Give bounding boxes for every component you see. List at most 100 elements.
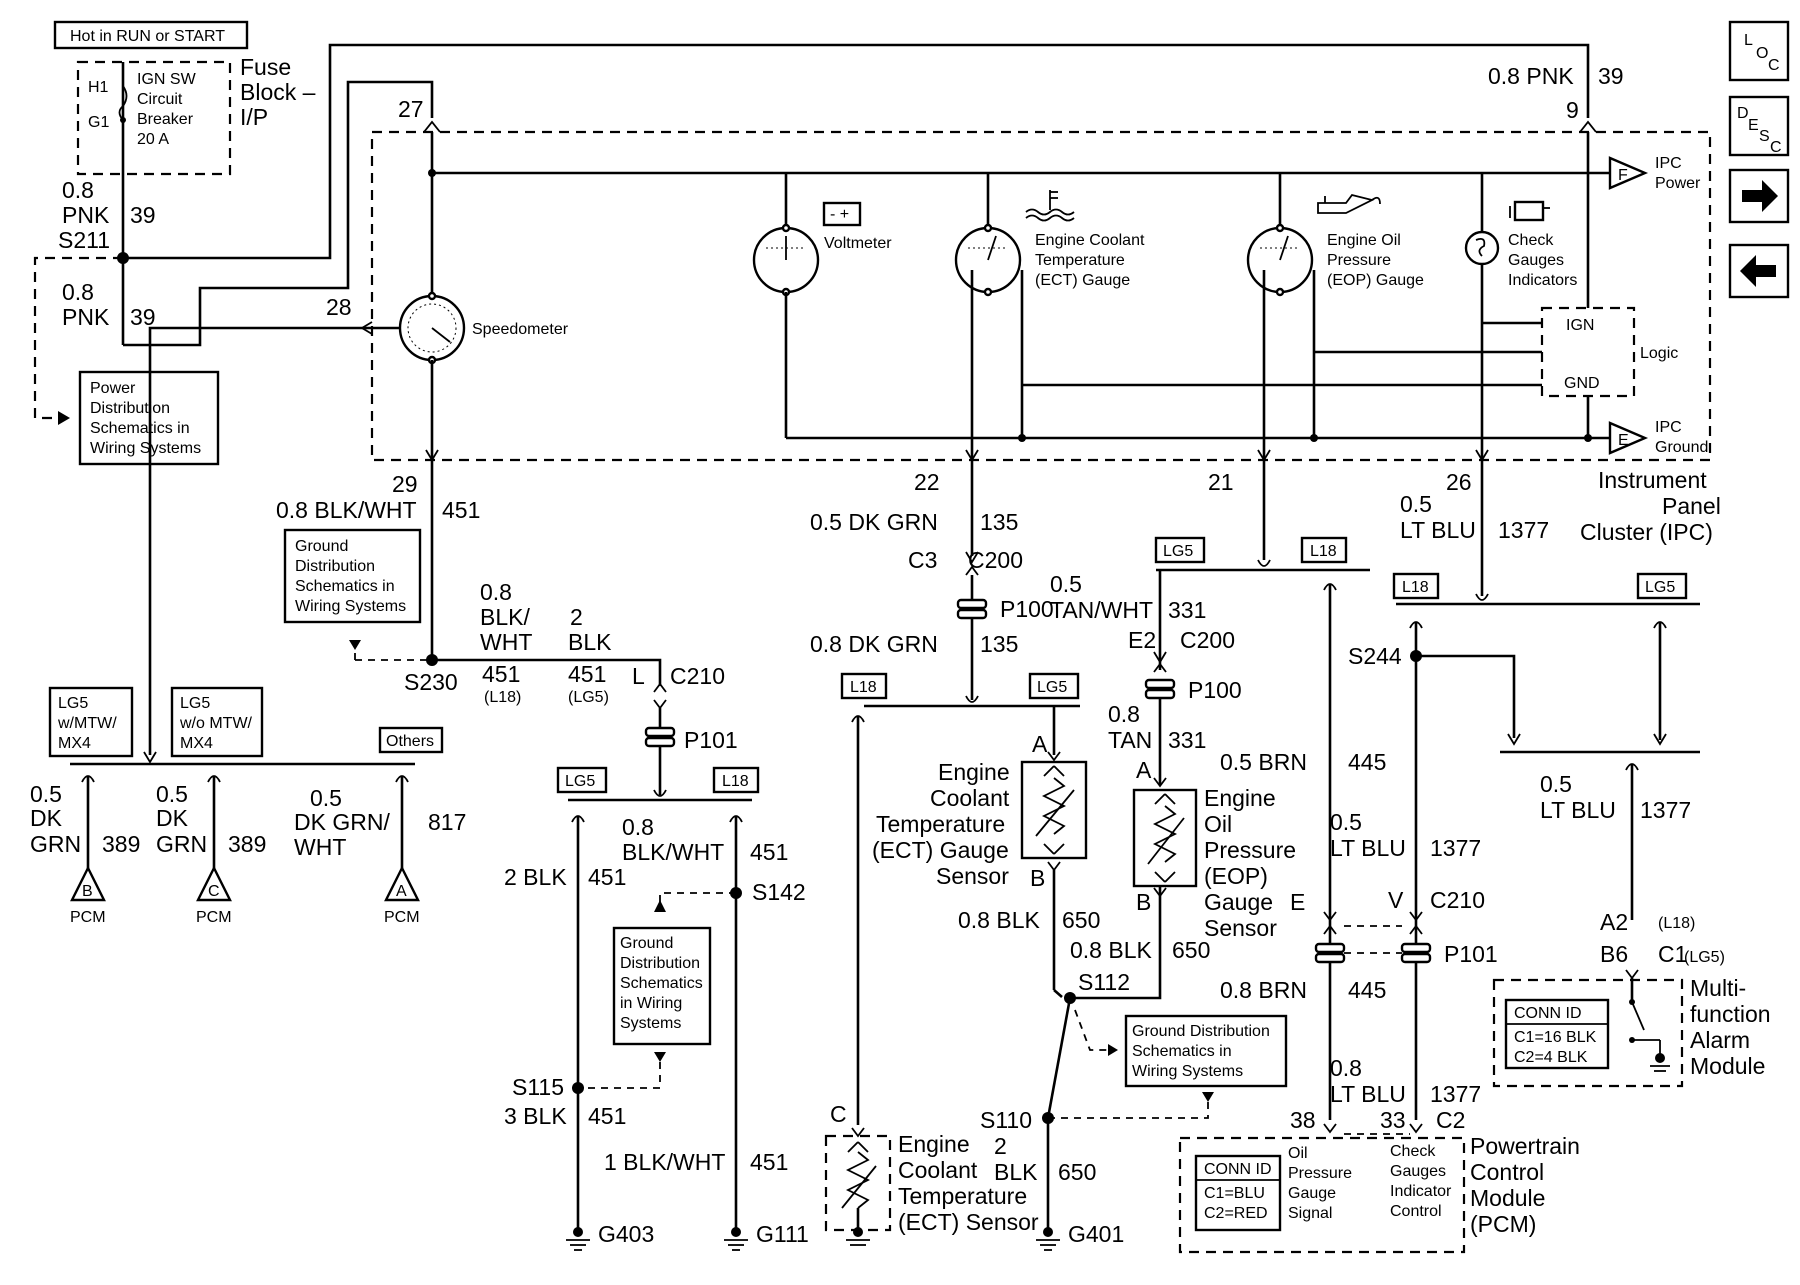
- svg-text:IPC: IPC: [1655, 155, 1682, 172]
- svg-text:Schematics in: Schematics in: [295, 578, 395, 595]
- svg-text:Distribution: Distribution: [295, 558, 375, 575]
- option-box-others: Others: [378, 726, 444, 754]
- svg-text:0.8 BLK: 0.8 BLK: [1070, 937, 1152, 963]
- speedometer-gauge: Speedometer: [398, 291, 569, 365]
- svg-text:Ground: Ground: [1655, 439, 1708, 456]
- svg-text:451: 451: [750, 1149, 788, 1175]
- ground-dist-box-mid[interactable]: Ground Distribution Schematics in Wiring…: [612, 926, 712, 1046]
- svg-text:2 BLK: 2 BLK: [504, 864, 567, 890]
- svg-text:Sensor: Sensor: [936, 863, 1009, 889]
- svg-text:(LG5): (LG5): [568, 689, 609, 706]
- svg-text:1377: 1377: [1498, 517, 1549, 543]
- loc-button[interactable]: L O C: [1728, 20, 1790, 82]
- svg-text:Distribution: Distribution: [90, 400, 170, 417]
- svg-text:0.8: 0.8: [62, 279, 94, 305]
- svg-text:0.8: 0.8: [480, 579, 512, 605]
- svg-text:Engine: Engine: [898, 1131, 970, 1157]
- svg-text:DK: DK: [156, 805, 189, 831]
- svg-text:21: 21: [1208, 469, 1234, 495]
- svg-text:D: D: [1737, 105, 1749, 122]
- engine-icon: [1509, 200, 1550, 222]
- svg-text:26: 26: [1446, 469, 1472, 495]
- opt-lg5-box-ect: LG5: [1028, 672, 1080, 700]
- opt-lg5-box-check: LG5: [1636, 572, 1688, 600]
- opt-l18-box-eop: L18: [1300, 536, 1348, 564]
- ground-dist-box-ect[interactable]: Ground Distribution Schematics in Wiring…: [1124, 1014, 1288, 1088]
- svg-text:A: A: [1136, 757, 1152, 783]
- next-button[interactable]: [1728, 168, 1790, 224]
- svg-text:Indicators: Indicators: [1508, 272, 1577, 289]
- svg-text:38: 38: [1290, 1107, 1316, 1133]
- oil-can-icon: [1317, 193, 1381, 214]
- svg-text:389: 389: [228, 831, 266, 857]
- svg-text:LG5: LG5: [1645, 579, 1675, 596]
- svg-text:(EOP): (EOP): [1204, 863, 1268, 889]
- svg-text:LG5: LG5: [1163, 543, 1193, 560]
- svg-text:Block –: Block –: [240, 79, 316, 105]
- desc-button[interactable]: D E S C: [1728, 95, 1790, 157]
- option-box-lg5-mtw: LG5 w/MTW/ MX4: [48, 686, 134, 758]
- svg-text:(ECT) Sensor: (ECT) Sensor: [898, 1209, 1039, 1235]
- svg-text:A: A: [1032, 731, 1048, 757]
- svg-text:389: 389: [102, 831, 140, 857]
- ect-sensor: Engine Coolant Temperature (ECT) Sensor: [824, 1131, 1039, 1246]
- svg-text:451: 451: [568, 661, 606, 687]
- svg-text:LT BLU: LT BLU: [1400, 517, 1476, 543]
- svg-text:PCM: PCM: [70, 909, 106, 926]
- svg-text:Wiring Systems: Wiring Systems: [295, 598, 406, 615]
- svg-text:C210: C210: [1430, 887, 1485, 913]
- svg-text:CONN ID: CONN ID: [1204, 1161, 1272, 1178]
- connector-p101-left: P101: [644, 726, 738, 753]
- svg-text:39: 39: [130, 304, 156, 330]
- svg-text:Schematics in: Schematics in: [1132, 1043, 1232, 1060]
- svg-text:S230: S230: [404, 669, 458, 695]
- svg-text:Ground: Ground: [295, 538, 348, 555]
- prev-button[interactable]: [1728, 243, 1790, 299]
- svg-text:S: S: [1759, 128, 1770, 145]
- svg-text:Temperature: Temperature: [1035, 252, 1125, 269]
- svg-text:2: 2: [570, 604, 583, 630]
- svg-text:Oil: Oil: [1204, 811, 1232, 837]
- svg-text:Module: Module: [1470, 1185, 1545, 1211]
- svg-text:WHT: WHT: [480, 629, 532, 655]
- svg-text:Engine: Engine: [1204, 785, 1276, 811]
- svg-text:Control: Control: [1390, 1203, 1442, 1220]
- pnk-feed-wire: [123, 43, 1590, 260]
- pcm-drop-c: C PCM 0.5 DK GRN 389: [156, 775, 266, 926]
- svg-text:S211: S211: [58, 227, 110, 253]
- pcm-drop-b: B PCM 0.5 DK GRN 389: [30, 775, 140, 926]
- svg-text:B: B: [1136, 889, 1151, 915]
- svg-text:Distribution: Distribution: [620, 955, 700, 972]
- svg-text:A: A: [396, 883, 407, 900]
- svg-text:MX4: MX4: [58, 735, 91, 752]
- multifunction-alarm-module: CONN ID C1=16 BLK C2=4 BLK Multi- functi…: [1492, 975, 1771, 1088]
- svg-text:Gauges: Gauges: [1508, 252, 1564, 269]
- svg-text:LT BLU: LT BLU: [1540, 797, 1616, 823]
- opt-l18-box-ect: L18: [840, 672, 888, 700]
- ipc-power-terminal: F IPC Power: [1608, 155, 1701, 192]
- svg-text:Check: Check: [1508, 232, 1554, 249]
- svg-text:DK GRN/: DK GRN/: [294, 809, 390, 835]
- ground-dist-box-left[interactable]: Ground Distribution Schematics in Wiring…: [283, 528, 422, 624]
- svg-text:LG5: LG5: [58, 695, 88, 712]
- svg-text:Wiring Systems: Wiring Systems: [90, 440, 201, 457]
- svg-text:IGN SW: IGN SW: [137, 71, 197, 88]
- pcm-module: CONN ID C1=BLU C2=RED Oil Pressure Gauge…: [1178, 1133, 1580, 1254]
- svg-text:Schematics: Schematics: [620, 975, 703, 992]
- svg-text:Signal: Signal: [1288, 1205, 1332, 1222]
- svg-text:Oil: Oil: [1288, 1145, 1308, 1162]
- opt-l18-box-check: L18: [1392, 572, 1440, 600]
- power-dist-link: [33, 256, 123, 420]
- svg-text:Wiring Systems: Wiring Systems: [1132, 1063, 1243, 1080]
- svg-text:LT BLU: LT BLU: [1330, 1081, 1406, 1107]
- svg-text:S142: S142: [752, 879, 806, 905]
- svg-text:0.8 BLK/WHT: 0.8 BLK/WHT: [276, 497, 417, 523]
- voltmeter-gauge: - + Voltmeter: [752, 201, 892, 297]
- svg-text:- +: - +: [830, 206, 849, 223]
- svg-text:0.8 BRN: 0.8 BRN: [1220, 977, 1307, 1003]
- svg-text:G111: G111: [756, 1221, 809, 1247]
- svg-text:650: 650: [1172, 937, 1210, 963]
- splice-s115: [572, 1082, 584, 1094]
- svg-text:C200: C200: [1180, 627, 1235, 653]
- svg-text:Panel: Panel: [1662, 493, 1721, 519]
